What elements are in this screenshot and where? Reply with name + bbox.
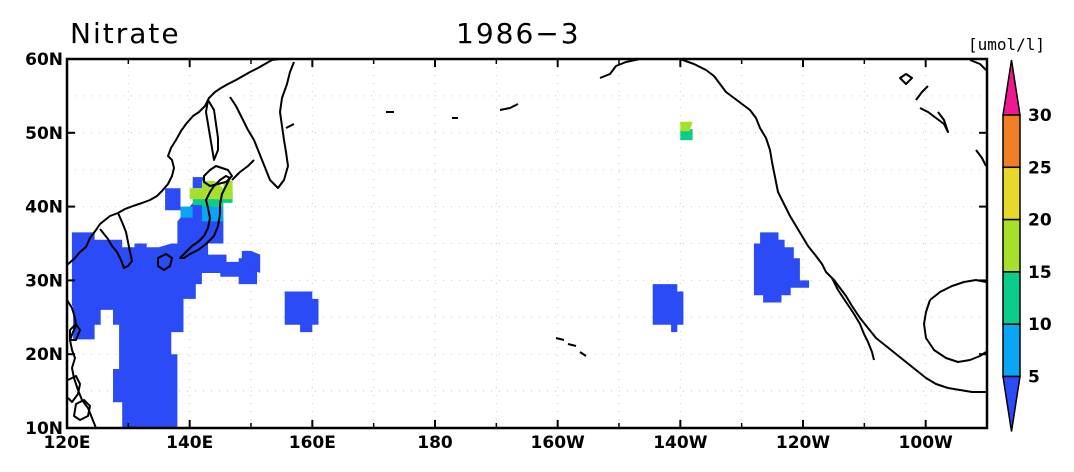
y-tick-label: 40N: [25, 198, 63, 218]
y-tick-label: 50N: [25, 124, 63, 144]
coastline-hokkaido: [203, 165, 233, 187]
y-tick-label: 30N: [25, 271, 63, 291]
colorbar-bottom-triangle: [1002, 375, 1021, 432]
colorbar-label: 10: [1028, 315, 1052, 335]
colorbar-label: 5: [1028, 368, 1040, 388]
coastline-asia: [67, 59, 281, 266]
island-aleutian-3: [499, 103, 519, 111]
x-tick-label: 120E: [43, 433, 90, 453]
x-tick-label: 160W: [531, 433, 585, 453]
x-tick-label: 140E: [166, 433, 213, 453]
coastline-hudson: [915, 59, 987, 133]
x-tick-label: 160E: [289, 433, 336, 453]
colorbar-segment: [1002, 271, 1021, 325]
coastline-korea: [99, 212, 133, 269]
nitrate-cell: [753, 232, 810, 303]
colorbar: 5 10 15 20 25 30: [1002, 59, 1052, 432]
colorbar-unit: [umol/l]: [968, 35, 1045, 54]
colorbar-segment: [1002, 114, 1021, 169]
coastline-north-america: [679, 59, 986, 393]
x-tick-label: 180: [417, 433, 453, 453]
colorbar-segment: [1002, 166, 1021, 221]
coastline-alaska: [599, 59, 641, 79]
y-tick-label: 20N: [25, 345, 63, 365]
colorbar-label: 30: [1028, 106, 1052, 126]
coastline-gulf: [923, 279, 987, 363]
nitrate-cell: [201, 206, 224, 222]
coastline-kamchatka: [229, 61, 295, 189]
coastline-kyushu: [157, 253, 173, 271]
y-tick-label: 10N: [25, 419, 63, 439]
coastline-honshu: [179, 175, 231, 259]
nitrate-data: [71, 121, 810, 428]
nitrate-cell: [180, 206, 193, 218]
nitrate-cell: [189, 188, 202, 200]
colorbar-label: 15: [1028, 263, 1052, 283]
nitrate-cell: [71, 232, 258, 428]
coastlines: [67, 59, 987, 428]
grid-lines: [67, 59, 988, 428]
island-hawaii: [555, 337, 587, 357]
coastline-sakhalin: [205, 99, 219, 161]
coastline-kurils: [231, 159, 255, 181]
coastline-philippines: [67, 375, 91, 421]
title-variable: Nitrate: [70, 17, 181, 50]
colorbar-label: 20: [1028, 211, 1052, 231]
nitrate-cell: [680, 121, 693, 132]
title-date: 1986−3: [456, 17, 581, 50]
nitrate-cell: [284, 291, 319, 333]
nitrate-cell: [201, 180, 224, 200]
island-queen-charlotte: [899, 73, 913, 85]
coastline-china-south: [67, 299, 97, 428]
colorbar-label: 25: [1028, 158, 1052, 178]
coastline-baja: [831, 277, 875, 361]
colorbar-top-triangle: [1002, 59, 1021, 116]
colorbar-segment: [1002, 323, 1021, 378]
x-tick-label: 100W: [899, 433, 953, 453]
plot-frame: [65, 57, 989, 430]
island-aleutian-4: [285, 123, 295, 129]
nitrate-cell: [652, 284, 684, 333]
coastline-labrador: [975, 149, 987, 167]
y-tick-label: 60N: [25, 50, 63, 70]
coastline-taiwan: [69, 323, 81, 341]
axis-ticks: 120E 140E 160E 180 160W 140W 120W 100W 10N 20N 30N…: [25, 50, 987, 453]
x-tick-label: 140W: [653, 433, 707, 453]
colorbar-segment: [1002, 218, 1021, 273]
nitrate-cell: [680, 129, 693, 141]
nitrate-cell: [165, 188, 181, 211]
nitrate-cell: [241, 250, 261, 273]
x-tick-label: 120W: [776, 433, 830, 453]
